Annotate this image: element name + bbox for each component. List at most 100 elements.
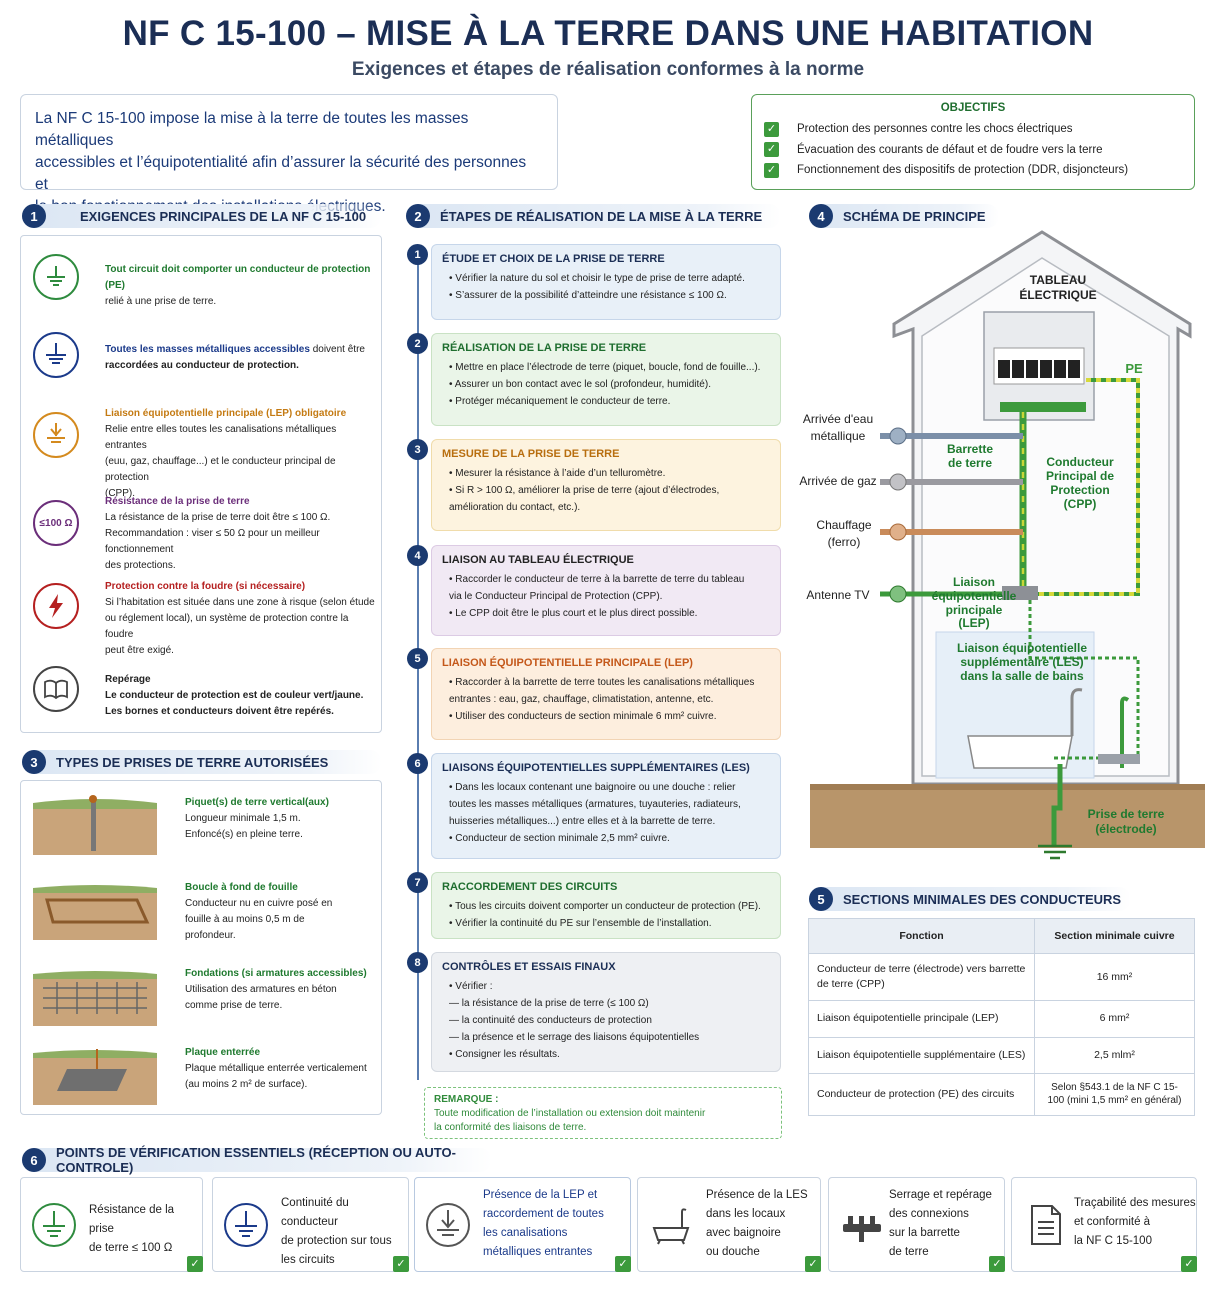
label-heating: Chauffage	[816, 518, 871, 532]
verification-line: Traçabilité des mesures	[1074, 1197, 1196, 1209]
section-5-header: 5 SECTIONS MINIMALES DES CONDUCTEURS	[809, 887, 1131, 911]
step-line: amélioration du contact, etc.).	[449, 502, 581, 513]
label-earth-electrode: (électrode)	[1095, 822, 1156, 836]
section-1-header: 1 EXIGENCES PRINCIPALES DE LA NF C 15-10…	[22, 204, 382, 228]
step-line: • Vérifier :	[449, 981, 493, 992]
requirement-line: des protections.	[105, 560, 176, 571]
verification-line: Présence de la LES	[706, 1189, 808, 1201]
section-number: 3	[22, 750, 46, 774]
requirement-title: Tout circuit doit comporter un conducteu…	[105, 264, 371, 291]
section-title: POINTS DE VÉRIFICATION ESSENTIELS (RÉCEP…	[56, 1145, 456, 1175]
step-line: toutes les masses métalliques (armatures…	[449, 799, 741, 810]
bathtub-icon	[652, 1208, 690, 1245]
check-icon: ✓	[615, 1256, 631, 1272]
requirement-line: ou réglement local), un système de prote…	[105, 613, 349, 640]
step-line: • Consigner les résultats.	[449, 1049, 560, 1060]
check-icon: ✓	[764, 142, 779, 158]
verification-line: ou douche	[706, 1246, 760, 1258]
wiring-schematic: TABLEAU ÉLECTRIQUE PE Arrivée d'eau méta…	[799, 230, 1205, 860]
step-title: CONTRÔLES ET ESSAIS FINAUX	[442, 961, 616, 973]
label-lep: équipotentielle	[932, 589, 1017, 603]
requirement-line: Recommandation : viser ≤ 50 Ω pour un me…	[105, 528, 320, 555]
step-title: RÉALISATION DE LA PRISE DE TERRE	[442, 342, 647, 354]
earth-icon	[33, 254, 79, 300]
resistance-icon: ≤100 Ω	[33, 500, 79, 546]
earth-type-title: Boucle à fond de fouille	[185, 882, 298, 893]
earth-type-line: comme prise de terre.	[185, 1000, 283, 1011]
verification-line: la NF C 15-100	[1074, 1235, 1152, 1247]
earth-type-line: Enfoncé(s) en pleine terre.	[185, 829, 303, 840]
step-line: • S’assurer de la possibilité d’atteindr…	[449, 290, 727, 301]
lep-terminal	[1002, 586, 1038, 600]
check-icon: ✓	[393, 1256, 409, 1272]
step-number: 3	[407, 439, 428, 460]
step-line: entrantes : eau, gaz, chauffage, climati…	[449, 694, 714, 705]
verification-line: raccordement de toutes	[483, 1208, 604, 1220]
step-line: • Mesurer la résistance à l’aide d’un te…	[449, 468, 666, 479]
table-cell: 16 mm²	[1034, 953, 1195, 1002]
section-number: 6	[22, 1148, 46, 1172]
label-earth-electrode: Prise de terre	[1088, 807, 1165, 821]
step-line: • Tous les circuits doivent comporter un…	[449, 901, 761, 912]
section-number: 5	[809, 887, 833, 911]
section-title: ÉTAPES DE RÉALISATION DE LA MISE À LA TE…	[440, 208, 763, 224]
requirement-line: Relie entre elles toutes les canalisatio…	[105, 424, 337, 451]
electrical-panel	[983, 311, 1095, 421]
verification-line: de terre	[889, 1246, 929, 1258]
label-les: supplémentaire (LES)	[960, 655, 1083, 669]
requirement-title-tail: doivent être	[309, 344, 365, 355]
page-title: NF C 15-100 – MISE À LA TERRE DANS UNE H…	[122, 14, 1094, 53]
label-heating: (ferro)	[828, 535, 861, 549]
requirement-title: Toutes les masses métalliques accessible…	[105, 344, 310, 355]
label-les: dans la salle de bains	[960, 669, 1084, 683]
step-line: — la continuité des conducteurs de prote…	[449, 1015, 652, 1026]
section-number: 1	[22, 204, 46, 228]
verification-line: métalliques entrantes	[483, 1246, 593, 1258]
step-title: RACCORDEMENT DES CIRCUITS	[442, 881, 618, 893]
earth-rod-illustration	[33, 795, 157, 855]
earth-type-title: Piquet(s) de terre vertical(aux)	[185, 797, 329, 808]
terminal-bar	[1000, 402, 1086, 412]
requirement-line: Si l’habitation est située dans une zone…	[105, 597, 375, 608]
step-line: • Raccorder à la barrette de terre toute…	[449, 677, 755, 688]
check-icon: ✓	[187, 1256, 203, 1272]
requirement-line: (CPP).	[105, 488, 135, 499]
step-line: • Dans les locaux contenant une baignoir…	[449, 782, 736, 793]
table-cell: Selon §543.1 de la NF C 15-100 (mini 1,5…	[1034, 1072, 1195, 1117]
label-barrette: de terre	[948, 456, 992, 470]
table-cell: 2,5 mlm²	[1034, 1036, 1195, 1074]
verification-line: les circuits	[281, 1254, 335, 1266]
verification-item: Traçabilité des mesures et conformité à …	[1011, 1177, 1197, 1272]
section-3-header: 3 TYPES DE PRISES DE TERRE AUTORISÉES	[22, 750, 382, 774]
remark-line: la conformité des liaisons de terre.	[434, 1122, 587, 1133]
earth-icon	[32, 1203, 76, 1247]
step-line: via le Conducteur Principal de Protectio…	[449, 591, 663, 602]
objective-text: Évacuation des courants de défaut et de …	[797, 143, 1103, 156]
label-tableau: TABLEAU	[1030, 273, 1086, 287]
requirement-line: Le conducteur de protection est de coule…	[105, 690, 364, 701]
step-number: 6	[407, 753, 428, 774]
earth-type-line: Plaque métallique enterrée verticalement	[185, 1063, 367, 1074]
les-conductor	[1120, 696, 1130, 768]
verification-line: avec baignoire	[706, 1227, 781, 1239]
verification-line: et conformité à	[1074, 1216, 1151, 1228]
verification-line: dans les locaux	[706, 1208, 786, 1220]
table-cell: Conducteur de protection (PE) des circui…	[808, 1072, 1035, 1117]
verification-line: de terre ≤ 100 Ω	[89, 1242, 173, 1254]
step-line: • Le CPP doit être le plus court et le p…	[449, 608, 698, 619]
buried-plate-illustration	[33, 1049, 157, 1105]
rebar-foundation-illustration	[33, 971, 157, 1026]
step-card: LIAISONS ÉQUIPOTENTIELLES SUPPLÉMENTAIRE…	[431, 753, 781, 859]
section-4-header: 4 SCHÉMA DE PRINCIPE	[809, 204, 999, 228]
verification-line: Continuité du conducteur	[281, 1197, 349, 1228]
remark-title: REMARQUE :	[434, 1094, 499, 1105]
incoming-pipes	[880, 427, 1023, 603]
requirements-panel: Tout circuit doit comporter un conducteu…	[20, 235, 382, 733]
step-card: LIAISON AU TABLEAU ÉLECTRIQUE • Raccorde…	[431, 545, 781, 636]
earth-types-panel: Piquet(s) de terre vertical(aux) Longueu…	[20, 780, 382, 1115]
requirement-line: (euu, gaz, chauffage...) et le conducteu…	[105, 456, 336, 483]
verification-item: Présence de la LEP et raccordement de to…	[414, 1177, 631, 1272]
earth-type-line: profondeur.	[185, 930, 236, 941]
requirement-line: Les bornes et conducteurs doivent être r…	[105, 706, 334, 717]
intro-box: La NF C 15-100 impose la mise à la terre…	[20, 94, 558, 215]
